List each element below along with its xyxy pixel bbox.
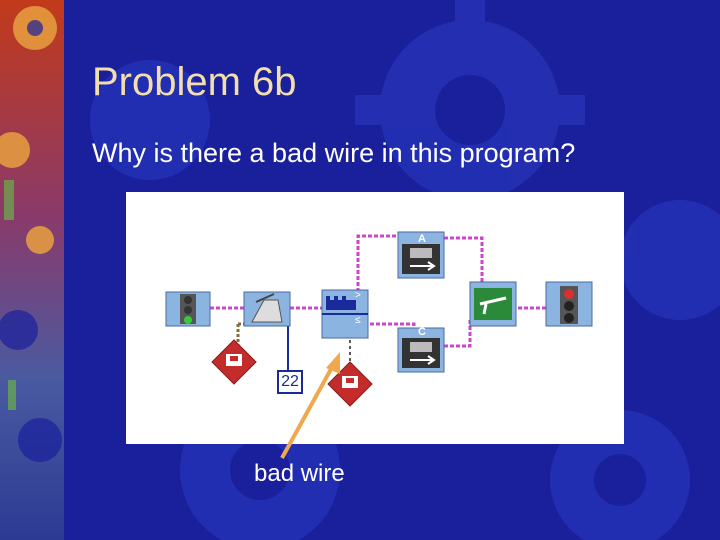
- port-a-label: A: [418, 233, 426, 245]
- end-block: [545, 281, 593, 327]
- motor-a-block: [397, 231, 445, 279]
- compare-greater-label: >: [355, 290, 361, 301]
- compare-less-equal-label: ≤: [355, 315, 361, 326]
- motor-c-block: [397, 327, 445, 373]
- port-c-label: C: [418, 326, 426, 338]
- sensor-wait-block: [243, 291, 291, 327]
- slide-question: Why is there a bad wire in this program?: [92, 138, 576, 168]
- loop-block: [469, 281, 517, 327]
- program-wires: [165, 231, 593, 407]
- bad-wire-caption: bad wire: [254, 460, 345, 487]
- compare-block: [321, 289, 369, 339]
- left-decorative-strip: [0, 0, 64, 540]
- program-diagram-panel: 22 A C > ≤: [126, 192, 624, 444]
- start-block: [165, 291, 211, 327]
- sensor-diamond-left: [211, 339, 257, 385]
- slide-title: Problem 6b: [92, 60, 297, 104]
- constant-value-box: 22: [277, 370, 303, 394]
